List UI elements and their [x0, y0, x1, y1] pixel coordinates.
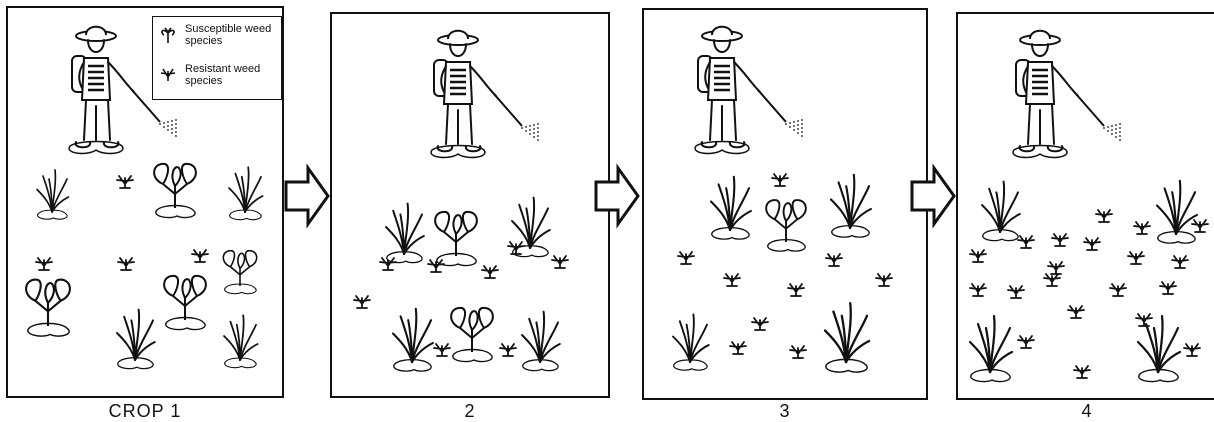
resistant-weed-seedling — [788, 284, 804, 296]
resistant-weed-seedling — [192, 250, 208, 262]
resistant-weed — [229, 167, 263, 219]
resistant-weed-seedling — [118, 258, 134, 270]
resistant-weed-seedling — [752, 318, 768, 330]
resistant-weed-seedling — [826, 254, 842, 266]
resistant-weed-seedling — [380, 258, 396, 270]
progress-arrow-3 — [912, 168, 954, 224]
susceptible-weed — [451, 308, 493, 362]
resistant-weed-seedling — [500, 344, 516, 356]
resistant-weed-seedling — [678, 252, 694, 264]
legend-label-resistant: Resistant weed species — [185, 63, 273, 87]
resistant-weed — [37, 170, 69, 219]
resistant-weed — [393, 309, 433, 371]
resistant-weed-seedling — [724, 274, 740, 286]
resistant-weed — [522, 312, 560, 371]
resistant-weed — [970, 316, 1012, 382]
resistant-weed-seedling — [428, 260, 444, 272]
legend-item-susceptible: Susceptible weed species — [157, 23, 273, 47]
resistant-weed-seedling — [1192, 220, 1208, 232]
caption-crop-2: 2 — [370, 401, 570, 422]
resistant-weed-seedling — [1110, 284, 1126, 296]
resistant-weed-seedling — [434, 344, 450, 356]
susceptible-weed — [154, 164, 196, 218]
caption-crop-1: CROP 1 — [45, 401, 245, 422]
resistant-weed-seedling — [772, 174, 788, 186]
farmer-sprayer-3 — [695, 27, 803, 154]
resistant-weed-seedling — [1018, 336, 1034, 348]
susceptible-weed-icon — [157, 23, 179, 45]
resistant-weed-seedling — [117, 176, 133, 188]
legend-label-susceptible: Susceptible weed species — [185, 23, 273, 47]
resistant-weed-seedling — [482, 266, 498, 278]
resistant-weed-seedling — [1018, 236, 1034, 248]
caption-crop-4: 4 — [987, 401, 1187, 422]
resistant-weed — [117, 310, 155, 369]
resistant-weed-seedling — [1184, 344, 1200, 356]
resistant-weed-seedling — [552, 256, 568, 268]
resistant-weed-seedling — [1160, 282, 1176, 294]
resistant-weed-seedling — [1172, 256, 1188, 268]
resistant-weed — [711, 177, 751, 239]
resistant-weed — [1157, 181, 1197, 243]
resistant-weed-seedling — [970, 284, 986, 296]
resistant-weed — [825, 303, 869, 372]
susceptible-weed — [435, 212, 477, 266]
susceptible-weed — [164, 276, 206, 330]
resistant-weed-seedling — [1136, 314, 1152, 326]
resistant-weed-seedling — [1044, 274, 1060, 286]
caption-crop-3: 3 — [685, 401, 885, 422]
resistant-weed-seedling — [876, 274, 892, 286]
resistant-weed-seedling — [1074, 366, 1090, 378]
resistant-weed-seedling — [1048, 262, 1064, 274]
resistant-weed — [224, 315, 258, 367]
resistant-weed-seedling — [1128, 252, 1144, 264]
resistant-weed — [831, 175, 871, 237]
resistant-weed-seedling — [1052, 234, 1068, 246]
resistant-weed — [673, 314, 709, 370]
resistant-weed-icon — [157, 63, 179, 85]
susceptible-weed — [223, 251, 256, 294]
progress-arrow-1 — [286, 168, 328, 224]
resistant-weed-seedling — [1134, 222, 1150, 234]
resistant-weed-seedling — [508, 242, 524, 254]
legend-item-resistant: Resistant weed species — [157, 63, 273, 87]
resistant-weed-seedling — [730, 342, 746, 354]
susceptible-weed — [766, 200, 806, 251]
resistant-weed-seedling — [970, 250, 986, 262]
resistant-weed-seedling — [790, 346, 806, 358]
resistant-weed-seedling — [36, 258, 52, 270]
resistant-weed — [982, 182, 1020, 241]
farmer-sprayer-2 — [431, 31, 539, 158]
resistant-weed — [386, 204, 424, 263]
resistant-weed-seedling — [1096, 210, 1112, 222]
farmer-sprayer-4 — [1013, 31, 1121, 158]
legend: Susceptible weed species Resistant weed … — [152, 16, 282, 100]
resistant-weed-seedling — [1084, 238, 1100, 250]
progress-arrow-2 — [596, 168, 638, 224]
resistant-weed-seedling — [354, 296, 370, 308]
susceptible-weed — [26, 280, 70, 336]
resistant-weed-seedling — [1008, 286, 1024, 298]
resistant-weed-seedling — [1068, 306, 1084, 318]
